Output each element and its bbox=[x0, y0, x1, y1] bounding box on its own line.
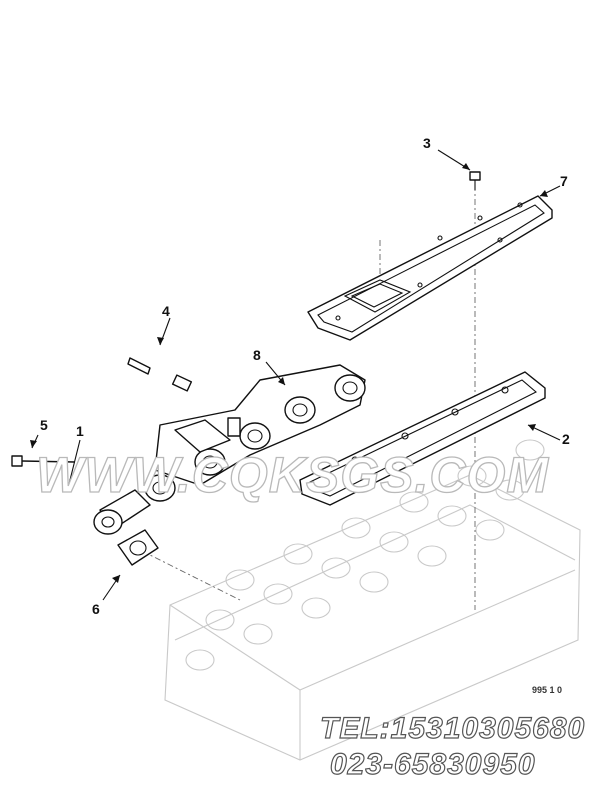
flange-gasket-part-6 bbox=[117, 529, 159, 566]
ghost-bolt bbox=[437, 505, 467, 527]
ghost-bolt bbox=[225, 569, 255, 591]
callout-5: 5 bbox=[40, 417, 48, 433]
callout-6: 6 bbox=[92, 601, 100, 617]
callout-4: 4 bbox=[162, 303, 170, 319]
ghost-bolt bbox=[263, 583, 293, 605]
ghost-bolt bbox=[475, 519, 505, 541]
bolt-part-3 bbox=[469, 171, 481, 190]
ghost-bolt bbox=[457, 465, 487, 487]
callout-7: 7 bbox=[560, 173, 568, 189]
stud-part-4 bbox=[127, 357, 193, 392]
leader-lines bbox=[30, 149, 561, 601]
ghost-bolt bbox=[417, 545, 447, 567]
gasket-part-2 bbox=[299, 371, 546, 506]
callout-3: 3 bbox=[423, 135, 431, 151]
ghost-bolt bbox=[495, 479, 525, 501]
callout-1: 1 bbox=[76, 423, 84, 439]
callout-2: 2 bbox=[562, 431, 570, 447]
ghost-bolt bbox=[341, 517, 371, 539]
ghost-bolt bbox=[205, 609, 235, 631]
long-bolt-part-5 bbox=[11, 455, 76, 467]
ghost-bolt bbox=[379, 531, 409, 553]
ghost-bolt bbox=[283, 543, 313, 565]
ghost-bolt bbox=[399, 491, 429, 513]
ghost-bolt bbox=[243, 623, 273, 645]
watermark-text: WWW.CQKSGS.COM bbox=[36, 447, 549, 503]
ghost-bolt bbox=[359, 571, 389, 593]
ghost-bolt bbox=[301, 597, 331, 619]
contact-phone: 023-65830950 bbox=[329, 747, 536, 781]
cover-plate-part-7 bbox=[307, 195, 553, 341]
reference-code: 995 1 0 bbox=[532, 685, 563, 695]
contact-tel: TEL:15310305680 bbox=[319, 711, 586, 745]
exhaust-manifold-part-8 bbox=[93, 364, 366, 535]
ghost-bolt bbox=[515, 439, 545, 461]
ghost-bolt bbox=[185, 649, 215, 671]
cylinder-head-ghost bbox=[164, 439, 581, 761]
callout-8: 8 bbox=[253, 347, 261, 363]
ghost-bolt bbox=[321, 557, 351, 579]
